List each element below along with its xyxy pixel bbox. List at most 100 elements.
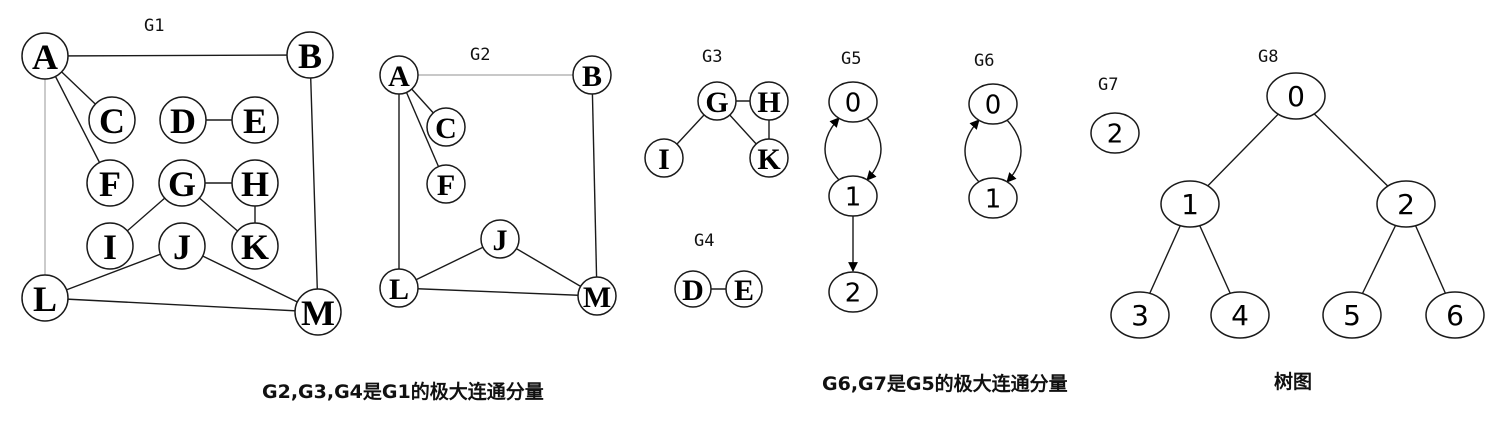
g3-node-K-circle xyxy=(749,138,789,178)
g1-edge-J-M xyxy=(181,245,319,313)
g6-arc-0-1 xyxy=(1006,119,1022,183)
g2-node-C-label: C xyxy=(435,112,457,145)
g3-node-G: G xyxy=(697,81,737,121)
g8-node-5-circle xyxy=(1322,291,1382,339)
g1-node-A: A xyxy=(21,32,69,80)
g1-node-B: B xyxy=(286,31,334,79)
g8-node-6-label: 6 xyxy=(1446,299,1464,332)
g1-node-L-label: L xyxy=(33,279,57,319)
g2-node-M-circle xyxy=(577,276,617,316)
g1-title: G1 xyxy=(144,16,164,36)
g2-node-J: J xyxy=(480,219,520,259)
g3-node-I: I xyxy=(644,138,684,178)
g5-arc-1-0 xyxy=(824,117,840,181)
g4-node-D-circle xyxy=(674,270,712,308)
g3-node-G-label: G xyxy=(705,86,728,119)
g6-node-1: 1 xyxy=(968,177,1018,219)
g2-edge-B-M xyxy=(591,74,598,297)
g1-edge-A-B xyxy=(44,54,311,57)
g1-node-D-circle xyxy=(159,96,207,144)
g3-node-H-label: H xyxy=(757,86,780,119)
g4-title: G4 xyxy=(694,231,714,251)
g8-node-0: 0 xyxy=(1266,72,1326,120)
g6-arc-1-0 xyxy=(964,119,980,183)
g2-node-F: F xyxy=(426,164,466,204)
g1-node-I-circle xyxy=(86,222,134,270)
g8-node-0-label: 0 xyxy=(1287,80,1305,113)
g1-node-E-circle xyxy=(231,96,279,144)
g1-node-C-circle xyxy=(88,96,136,144)
g8-node-6-circle xyxy=(1425,291,1485,339)
g2-edge-L-M xyxy=(398,287,598,297)
g5-title: G5 xyxy=(841,49,861,69)
g1-node-M: M xyxy=(294,288,342,336)
g5-arc-0-1 xyxy=(866,117,882,181)
g1-node-F-circle xyxy=(86,159,134,207)
caption-left: G2,G3,G4是G1的极大连通分量 xyxy=(262,380,544,403)
g2-node-C-circle xyxy=(426,107,466,147)
g8-node-4: 4 xyxy=(1210,291,1270,339)
g2-node-A-circle xyxy=(379,55,419,95)
g1-node-M-circle xyxy=(294,288,342,336)
g2-node-F-label: F xyxy=(437,169,455,202)
g4-node-D: D xyxy=(674,270,712,308)
g1-node-I: I xyxy=(86,222,134,270)
g3-title: G3 xyxy=(702,47,722,67)
g6-node-0-circle xyxy=(968,83,1018,125)
g1-node-E-label: E xyxy=(243,101,267,141)
g3-node-H-circle xyxy=(749,81,789,121)
g1-node-F-label: F xyxy=(99,164,121,204)
g8-node-3-circle xyxy=(1110,291,1170,339)
g1-edge-J-L xyxy=(44,245,183,299)
g8-node-4-label: 4 xyxy=(1231,299,1249,332)
g8-node-5: 5 xyxy=(1322,291,1382,339)
g1-node-J-circle xyxy=(158,222,206,270)
g3-node-G-circle xyxy=(697,81,737,121)
g4-node-D-label: D xyxy=(682,274,704,307)
g2-node-M-label: M xyxy=(583,281,611,314)
g5-node-2: 2 xyxy=(828,271,878,313)
g1-node-A-circle xyxy=(21,32,69,80)
g3-node-K-label: K xyxy=(757,143,781,176)
g8-node-2-label: 2 xyxy=(1397,188,1415,221)
g7-title: G7 xyxy=(1098,75,1118,95)
g8-node-3: 3 xyxy=(1110,291,1170,339)
g6-node-0-label: 0 xyxy=(985,90,1002,120)
g6-title: G6 xyxy=(974,51,994,71)
g7-node-2: 2 xyxy=(1090,112,1140,154)
g2-node-B-circle xyxy=(572,55,612,95)
g6-node-1-circle xyxy=(968,177,1018,219)
g1-node-I-label: I xyxy=(103,227,117,267)
g7-node-2-circle xyxy=(1090,112,1140,154)
g2-node-L-label: L xyxy=(389,273,409,306)
g2-node-B-label: B xyxy=(582,60,602,93)
g5-node-1-label: 1 xyxy=(845,182,862,212)
g2-node-L: L xyxy=(379,268,419,308)
g8-node-1-label: 1 xyxy=(1181,188,1199,221)
g1-node-B-circle xyxy=(286,31,334,79)
g5-node-0-label: 0 xyxy=(845,88,862,118)
g3-node-I-circle xyxy=(644,138,684,178)
g6-node-1-label: 1 xyxy=(985,184,1002,214)
g2-node-M: M xyxy=(577,276,617,316)
g1-node-G: G xyxy=(158,159,206,207)
g2-node-J-label: J xyxy=(493,224,508,257)
g1-node-B-label: B xyxy=(298,36,322,76)
g1-node-J-label: J xyxy=(173,227,191,267)
g5-node-1-circle xyxy=(828,175,878,217)
g2-node-F-circle xyxy=(426,164,466,204)
g1-node-D: D xyxy=(159,96,207,144)
caption-middle: G6,G7是G5的极大连通分量 xyxy=(822,372,1068,395)
g4-node-E-label: E xyxy=(734,274,754,307)
g1-node-H-label: H xyxy=(241,164,269,204)
g8-node-2: 2 xyxy=(1376,180,1436,228)
g5-node-0-circle xyxy=(828,81,878,123)
g4-node-E-circle xyxy=(725,270,763,308)
g8-node-1-circle xyxy=(1160,180,1220,228)
g1-node-L-circle xyxy=(21,274,69,322)
g1-node-G-circle xyxy=(158,159,206,207)
g3-node-I-label: I xyxy=(658,143,670,176)
g2-node-C: C xyxy=(426,107,466,147)
